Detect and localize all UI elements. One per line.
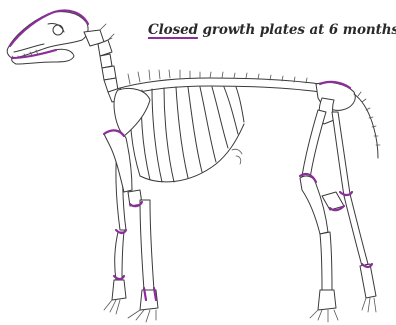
tail <box>354 92 380 158</box>
sternum <box>232 149 242 164</box>
spine <box>120 70 320 96</box>
hindlimb-far <box>332 112 376 312</box>
